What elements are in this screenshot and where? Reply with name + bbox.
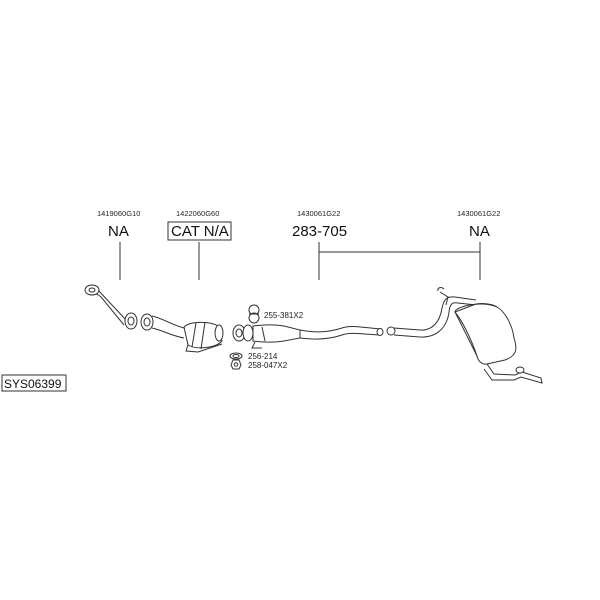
- hardware-gasket-label: 255-381X2: [264, 311, 304, 320]
- part-value-front-pipe: NA: [108, 223, 129, 240]
- part-code-intermediate-pipe: 1430061G22: [297, 209, 340, 218]
- system-code-box: [1, 374, 67, 392]
- part-value-catalyst: CAT N/A: [171, 223, 229, 240]
- part-code-rear-silencer: 1430061G22: [457, 209, 500, 218]
- front-pipe-part: [84, 284, 138, 330]
- part-value-intermediate-pipe: 283-705: [292, 223, 347, 240]
- rear-silencer-part: [386, 287, 543, 384]
- hardware-ring-label: 256-214: [248, 352, 278, 361]
- part-code-front-pipe: 1419060G10: [97, 209, 140, 218]
- catalyst-part: [140, 313, 224, 353]
- intermediate-pipe-part: [242, 324, 384, 349]
- system-code: SYS06399: [4, 377, 62, 391]
- hardware-nut-label: 258-047X2: [248, 361, 288, 370]
- part-value-rear-silencer: NA: [469, 223, 490, 240]
- part-code-catalyst: 1422060G60: [176, 209, 219, 218]
- catalyst-value-box: [167, 221, 232, 241]
